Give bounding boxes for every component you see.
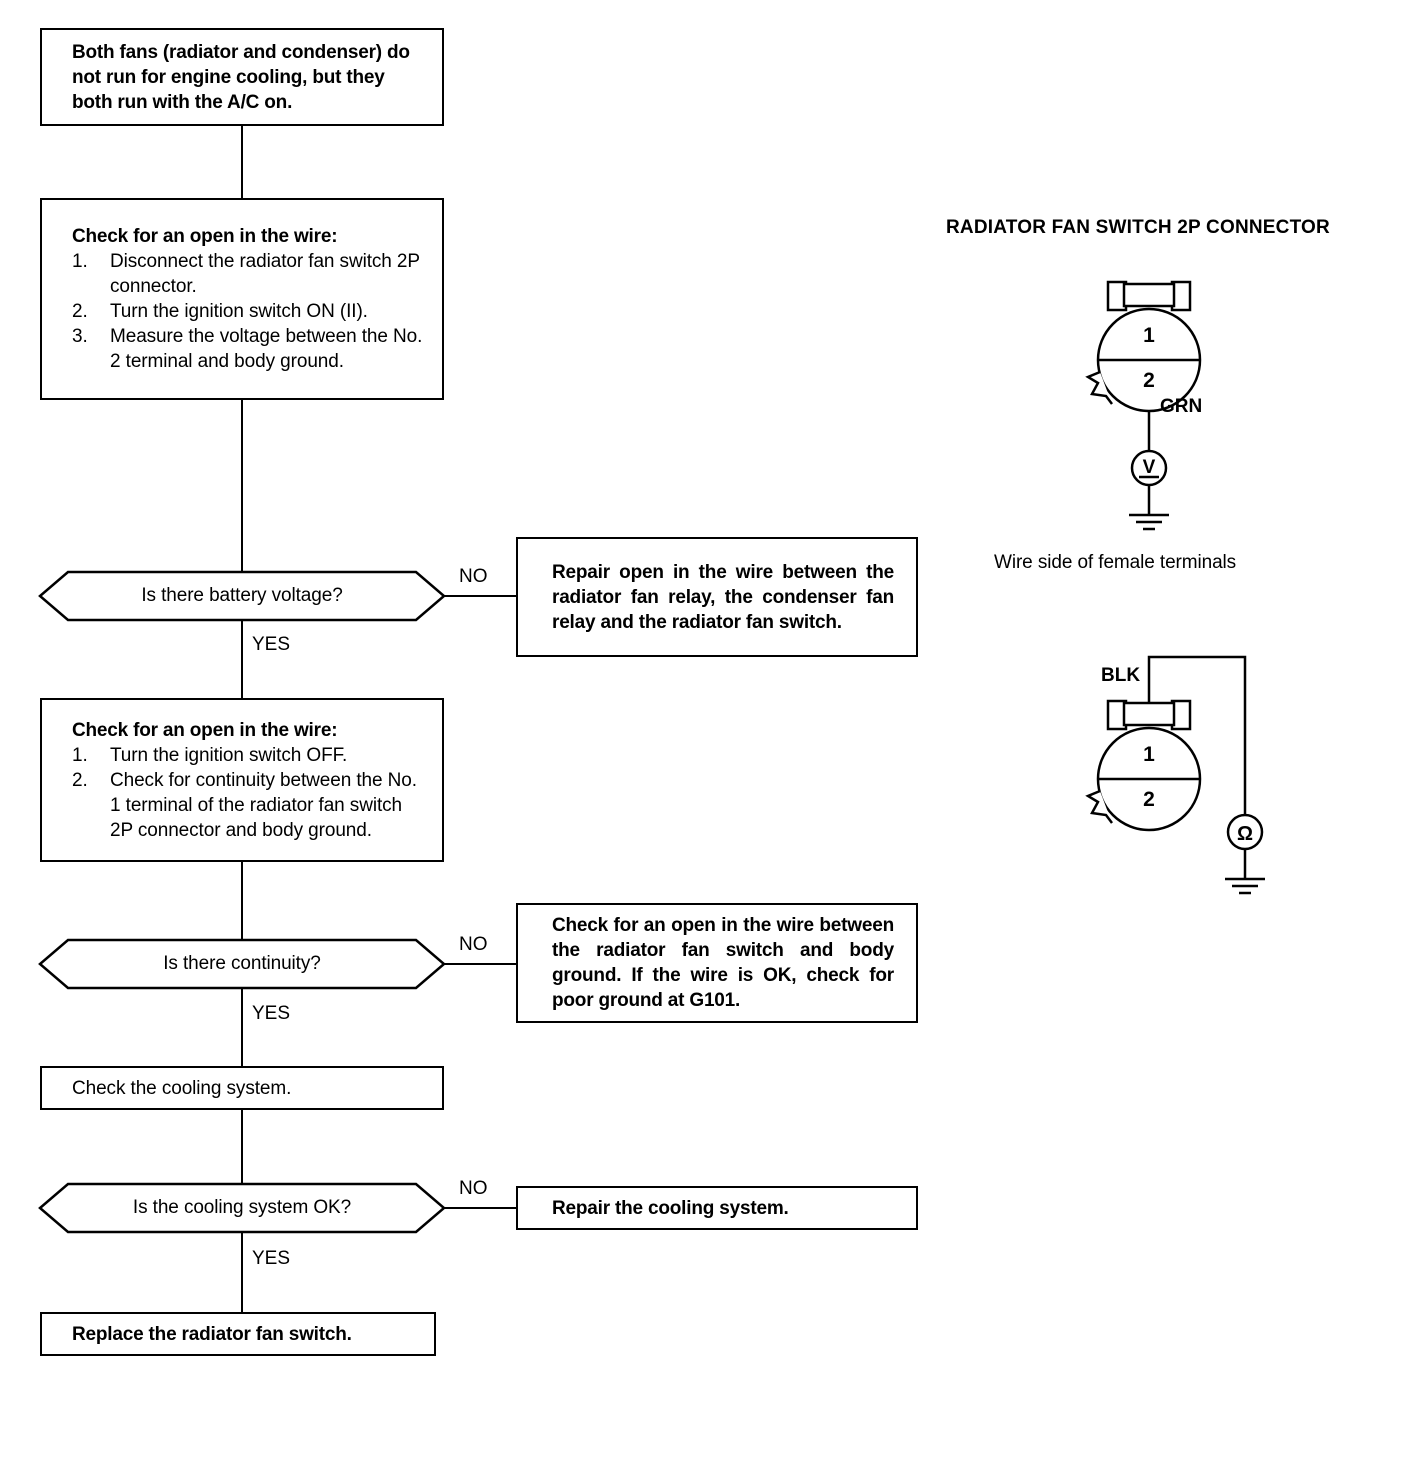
branch-decision2-yes-line: [241, 988, 243, 1066]
connector-tab-center: [1122, 701, 1176, 727]
branch-decision1-yes-line: [241, 620, 243, 698]
step-number: 1.: [72, 744, 88, 766]
decision1-hexagon: Is there battery voltage?: [38, 570, 446, 622]
step-text: Check for continuity between the No. 1 t…: [110, 769, 417, 841]
hexagon-shape: [38, 570, 446, 622]
check1-title: Check for an open in the wire:: [72, 226, 338, 247]
decision3-hexagon: Is the cooling system OK?: [38, 1182, 446, 1234]
final-text: Replace the radiator fan switch.: [72, 1323, 352, 1345]
repair1-box: Repair open in the wire between the radi…: [516, 537, 918, 657]
step-number: 3.: [72, 326, 88, 347]
grn-wire-label: GRN: [1160, 396, 1203, 417]
repair1-text: Repair open in the wire between the radi…: [552, 561, 894, 633]
blk-wire: [1147, 655, 1247, 815]
decision3-no-label: NO: [459, 1178, 488, 1199]
connector-action1-to-decision3: [241, 1110, 243, 1184]
voltmeter-symbol: V: [1143, 457, 1156, 478]
connector-check2-to-decision2: [241, 862, 243, 940]
connector-tab-center: [1122, 282, 1176, 308]
check2-step: 1. Turn the ignition switch OFF.: [72, 743, 424, 768]
decision3-question: Is the cooling system OK?: [132, 1197, 352, 1218]
repair3-box: Repair the cooling system.: [516, 1186, 918, 1230]
decision2-hexagon: Is there continuity?: [38, 938, 446, 990]
terminal-1-label: 1: [1143, 743, 1155, 766]
step-number: 1.: [72, 251, 88, 272]
connector-keying-notch: [1085, 789, 1113, 824]
step-number: 2.: [72, 769, 88, 791]
branch-decision1-no-line: [444, 595, 516, 597]
step-text: Turn the ignition switch OFF.: [110, 744, 348, 766]
decision2-yes-label: YES: [252, 1003, 291, 1024]
check1-box: Check for an open in the wire: 1. Discon…: [40, 198, 444, 400]
connector-voltage-schematic: 1 2 V: [1085, 280, 1202, 531]
check1-steps: 1. Disconnect the radiator fan switch 2P…: [72, 249, 424, 374]
terminal-2-label: 2: [1143, 369, 1155, 392]
step-text: Measure the voltage between the No. 2 te…: [110, 326, 423, 372]
connector-check1-to-decision1: [241, 400, 243, 572]
step-text: Disconnect the radiator fan switch 2P co…: [110, 251, 420, 297]
decision1-yes-label: YES: [252, 634, 291, 655]
check1-step: 1. Disconnect the radiator fan switch 2P…: [72, 249, 424, 299]
terminal-1-label: 1: [1143, 324, 1155, 347]
connector-symptom-to-check1: [241, 126, 243, 198]
check2-steps: 1. Turn the ignition switch OFF. 2. Chec…: [72, 743, 424, 843]
check2-title: Check for an open in the wire:: [72, 719, 338, 741]
terminal-2-label: 2: [1143, 788, 1155, 811]
hexagon-shape: [38, 1182, 446, 1234]
blk-wire-label: BLK: [1101, 665, 1141, 686]
step-number: 2.: [72, 301, 88, 322]
hexagon-shape: [38, 938, 446, 990]
connector-keying-notch: [1085, 370, 1113, 405]
check1-step: 2. Turn the ignition switch ON (II).: [72, 299, 424, 324]
symptom-box: Both fans (radiator and condenser) do no…: [40, 28, 444, 126]
connector-panel-heading: RADIATOR FAN SWITCH 2P CONNECTOR: [946, 217, 1330, 238]
action1-box: Check the cooling system.: [40, 1066, 444, 1110]
decision3-yes-label: YES: [252, 1248, 291, 1269]
branch-decision2-no-line: [444, 963, 516, 965]
decision2-question: Is there continuity?: [163, 953, 321, 974]
connector-continuity-schematic: 1 2 Ω: [1085, 655, 1265, 895]
symptom-text: Both fans (radiator and condenser) do no…: [72, 41, 410, 113]
decision2-no-label: NO: [459, 934, 488, 955]
action1-text: Check the cooling system.: [72, 1077, 292, 1099]
check1-step: 3. Measure the voltage between the No. 2…: [72, 324, 424, 374]
repair3-text: Repair the cooling system.: [552, 1197, 789, 1219]
connector-panel-caption: Wire side of female terminals: [994, 552, 1237, 573]
branch-decision3-no-line: [444, 1207, 516, 1209]
repair2-box: Check for an open in the wire between th…: [516, 903, 918, 1023]
check2-step: 2. Check for continuity between the No. …: [72, 768, 424, 843]
decision1-no-label: NO: [459, 566, 488, 587]
branch-decision3-yes-line: [241, 1232, 243, 1312]
check2-box: Check for an open in the wire: 1. Turn t…: [40, 698, 444, 862]
final-box: Replace the radiator fan switch.: [40, 1312, 436, 1356]
repair2-text: Check for an open in the wire between th…: [552, 915, 894, 1011]
decision1-question: Is there battery voltage?: [141, 585, 343, 606]
step-text: Turn the ignition switch ON (II).: [110, 301, 368, 322]
ohmmeter-symbol: Ω: [1237, 823, 1253, 845]
